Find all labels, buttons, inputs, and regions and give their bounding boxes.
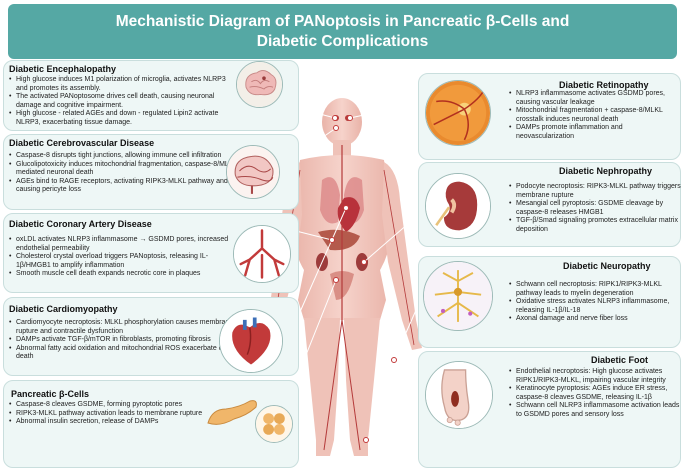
panel-diabetic-cardiomyopathy: Diabetic Cardiomyopathy Cardiomyocyte ne… xyxy=(3,297,299,376)
panel-title: Diabetic Cardiomyopathy xyxy=(9,304,118,314)
bullet-item: TGF-β/Smad signaling promotes extracellu… xyxy=(509,217,681,234)
brain-icon xyxy=(236,61,283,108)
coronary-artery-icon xyxy=(233,225,291,283)
connector-dots xyxy=(329,115,397,443)
bullet-list: oxLDL activates NLRP3 inflammasome → GSD… xyxy=(9,236,234,279)
panel-title: Diabetic Neuropathy xyxy=(563,261,651,271)
bullet-item: Endothelial necroptosis: High glucose ac… xyxy=(509,368,681,385)
bullet-item: Oxidative stress activates NLRP3 inflamm… xyxy=(509,298,681,315)
heart-icon xyxy=(219,309,283,373)
bullet-item: DAMPs activate TGF-β/mTOR in fibroblasts… xyxy=(9,336,234,345)
bullet-list: Podocyte necroptosis: RIPK3-MLKL pathway… xyxy=(509,183,681,235)
bullet-list: NLRP3 inflammasome activates GSDMD pores… xyxy=(509,90,679,142)
panel-title: Diabetic Cerebrovascular Disease xyxy=(9,138,155,148)
bullet-item: Axonal damage and nerve fiber loss xyxy=(509,315,681,324)
cerebrovascular-brain-icon xyxy=(226,145,280,199)
bullet-item: Caspase-8 cleaves GSDME, forming pyropto… xyxy=(9,401,204,410)
bullet-item: DAMPs promote inflammation and neovascul… xyxy=(509,124,679,141)
bullet-item: Cardiomyocyte necroptosis: MLKL phosphor… xyxy=(9,319,234,336)
neuron-icon xyxy=(423,261,493,331)
bullet-item: Schwann cell NLRP3 inflammasome activati… xyxy=(509,402,681,419)
bullet-item: NLRP3 inflammasome activates GSDMD pores… xyxy=(509,90,679,107)
bullet-list: Caspase-8 cleaves GSDME, forming pyropto… xyxy=(9,401,204,427)
panel-pancreatic-beta-cells: Pancreatic β-Cells Caspase-8 cleaves GSD… xyxy=(3,380,299,468)
bullet-list: Endothelial necroptosis: High glucose ac… xyxy=(509,368,681,420)
title-banner: Mechanistic Diagram of PANoptosis in Pan… xyxy=(8,4,677,59)
bullet-item: Schwann cell necroptosis: RIPK1/RIPK3-ML… xyxy=(509,281,681,298)
bullet-item: oxLDL activates NLRP3 inflammasome → GSD… xyxy=(9,236,234,253)
kidney-icon xyxy=(425,173,491,239)
bullet-item: Mesangial cell pyroptosis: GSDME cleavag… xyxy=(509,200,681,217)
bullet-item: Smooth muscle cell death expands necroti… xyxy=(9,270,234,279)
bullet-item: Abnormal fatty acid oxidation and mitoch… xyxy=(9,345,234,362)
panel-title: Diabetic Retinopathy xyxy=(559,80,649,90)
bullet-list: Cardiomyocyte necroptosis: MLKL phosphor… xyxy=(9,319,234,362)
bullet-item: Caspase-8 disrupts tight junctions, allo… xyxy=(9,152,244,161)
bullet-item: Glucolipotoxicity induces mitochondrial … xyxy=(9,161,244,178)
bullet-item: The activated PANoptosome drives cell de… xyxy=(9,93,234,110)
bullet-item: High glucose - related AGEs and down - r… xyxy=(9,110,234,127)
foot-icon xyxy=(425,361,493,429)
panel-title: Diabetic Foot xyxy=(591,355,649,365)
bullet-item: AGEs bind to RAGE receptors, activating … xyxy=(9,178,244,195)
bullet-list: Schwann cell necroptosis: RIPK1/RIPK3-ML… xyxy=(509,281,681,324)
bullet-item: Mitochondrial fragmentation + caspase-8/… xyxy=(509,107,679,124)
panel-title: Diabetic Coronary Artery Disease xyxy=(9,219,152,229)
bullet-list: Caspase-8 disrupts tight junctions, allo… xyxy=(9,152,244,195)
bullet-list: High glucose induces M1 polarization of … xyxy=(9,76,234,128)
panel-title: Pancreatic β-Cells xyxy=(11,389,90,399)
bullet-item: High glucose induces M1 polarization of … xyxy=(9,76,234,93)
bullet-item: Cholesterol crystal overload triggers PA… xyxy=(9,253,234,270)
bullet-item: Podocyte necroptosis: RIPK3-MLKL pathway… xyxy=(509,183,681,200)
pancreas-icon xyxy=(204,393,260,433)
page-title: Mechanistic Diagram of PANoptosis in Pan… xyxy=(115,12,570,50)
bullet-item: RIPK3-MLKL pathway activation leads to m… xyxy=(9,410,204,419)
bullet-item: Keratinocyte pyroptosis: AGEs induce ER … xyxy=(509,385,681,402)
panel-title: Diabetic Encephalopathy xyxy=(9,64,117,74)
beta-cell-cluster-icon xyxy=(255,405,293,443)
bullet-item: Abnormal insulin secretion, release of D… xyxy=(9,418,204,427)
panel-title: Diabetic Nephropathy xyxy=(559,166,653,176)
retina-eye-icon xyxy=(425,80,491,146)
